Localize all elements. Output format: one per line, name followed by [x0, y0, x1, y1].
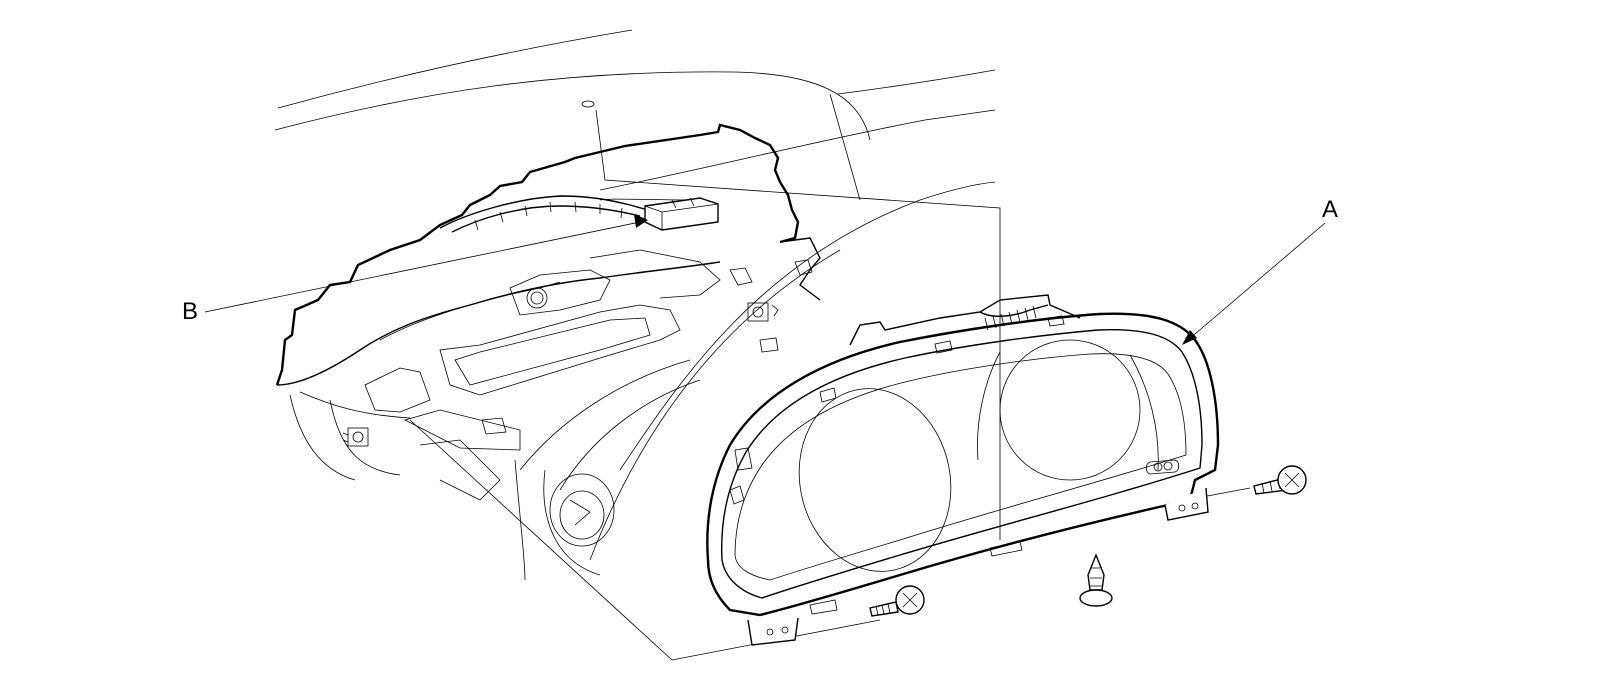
clip-left — [342, 427, 369, 447]
leader-b — [204, 214, 648, 313]
callout-label-a: A — [1322, 196, 1339, 223]
leader-a — [1182, 222, 1326, 345]
instrument-cluster — [706, 294, 1220, 646]
screw-bottom-left — [869, 585, 925, 617]
dashboard-opening — [275, 123, 821, 419]
screw-bottom-center — [1079, 553, 1113, 607]
dashboard-background — [274, 29, 996, 581]
callout-label-b: B — [182, 298, 199, 325]
clip-right — [747, 302, 779, 322]
dashboard-inner-details — [342, 249, 813, 576]
screw-right — [1253, 465, 1307, 495]
connector-b — [644, 197, 719, 231]
